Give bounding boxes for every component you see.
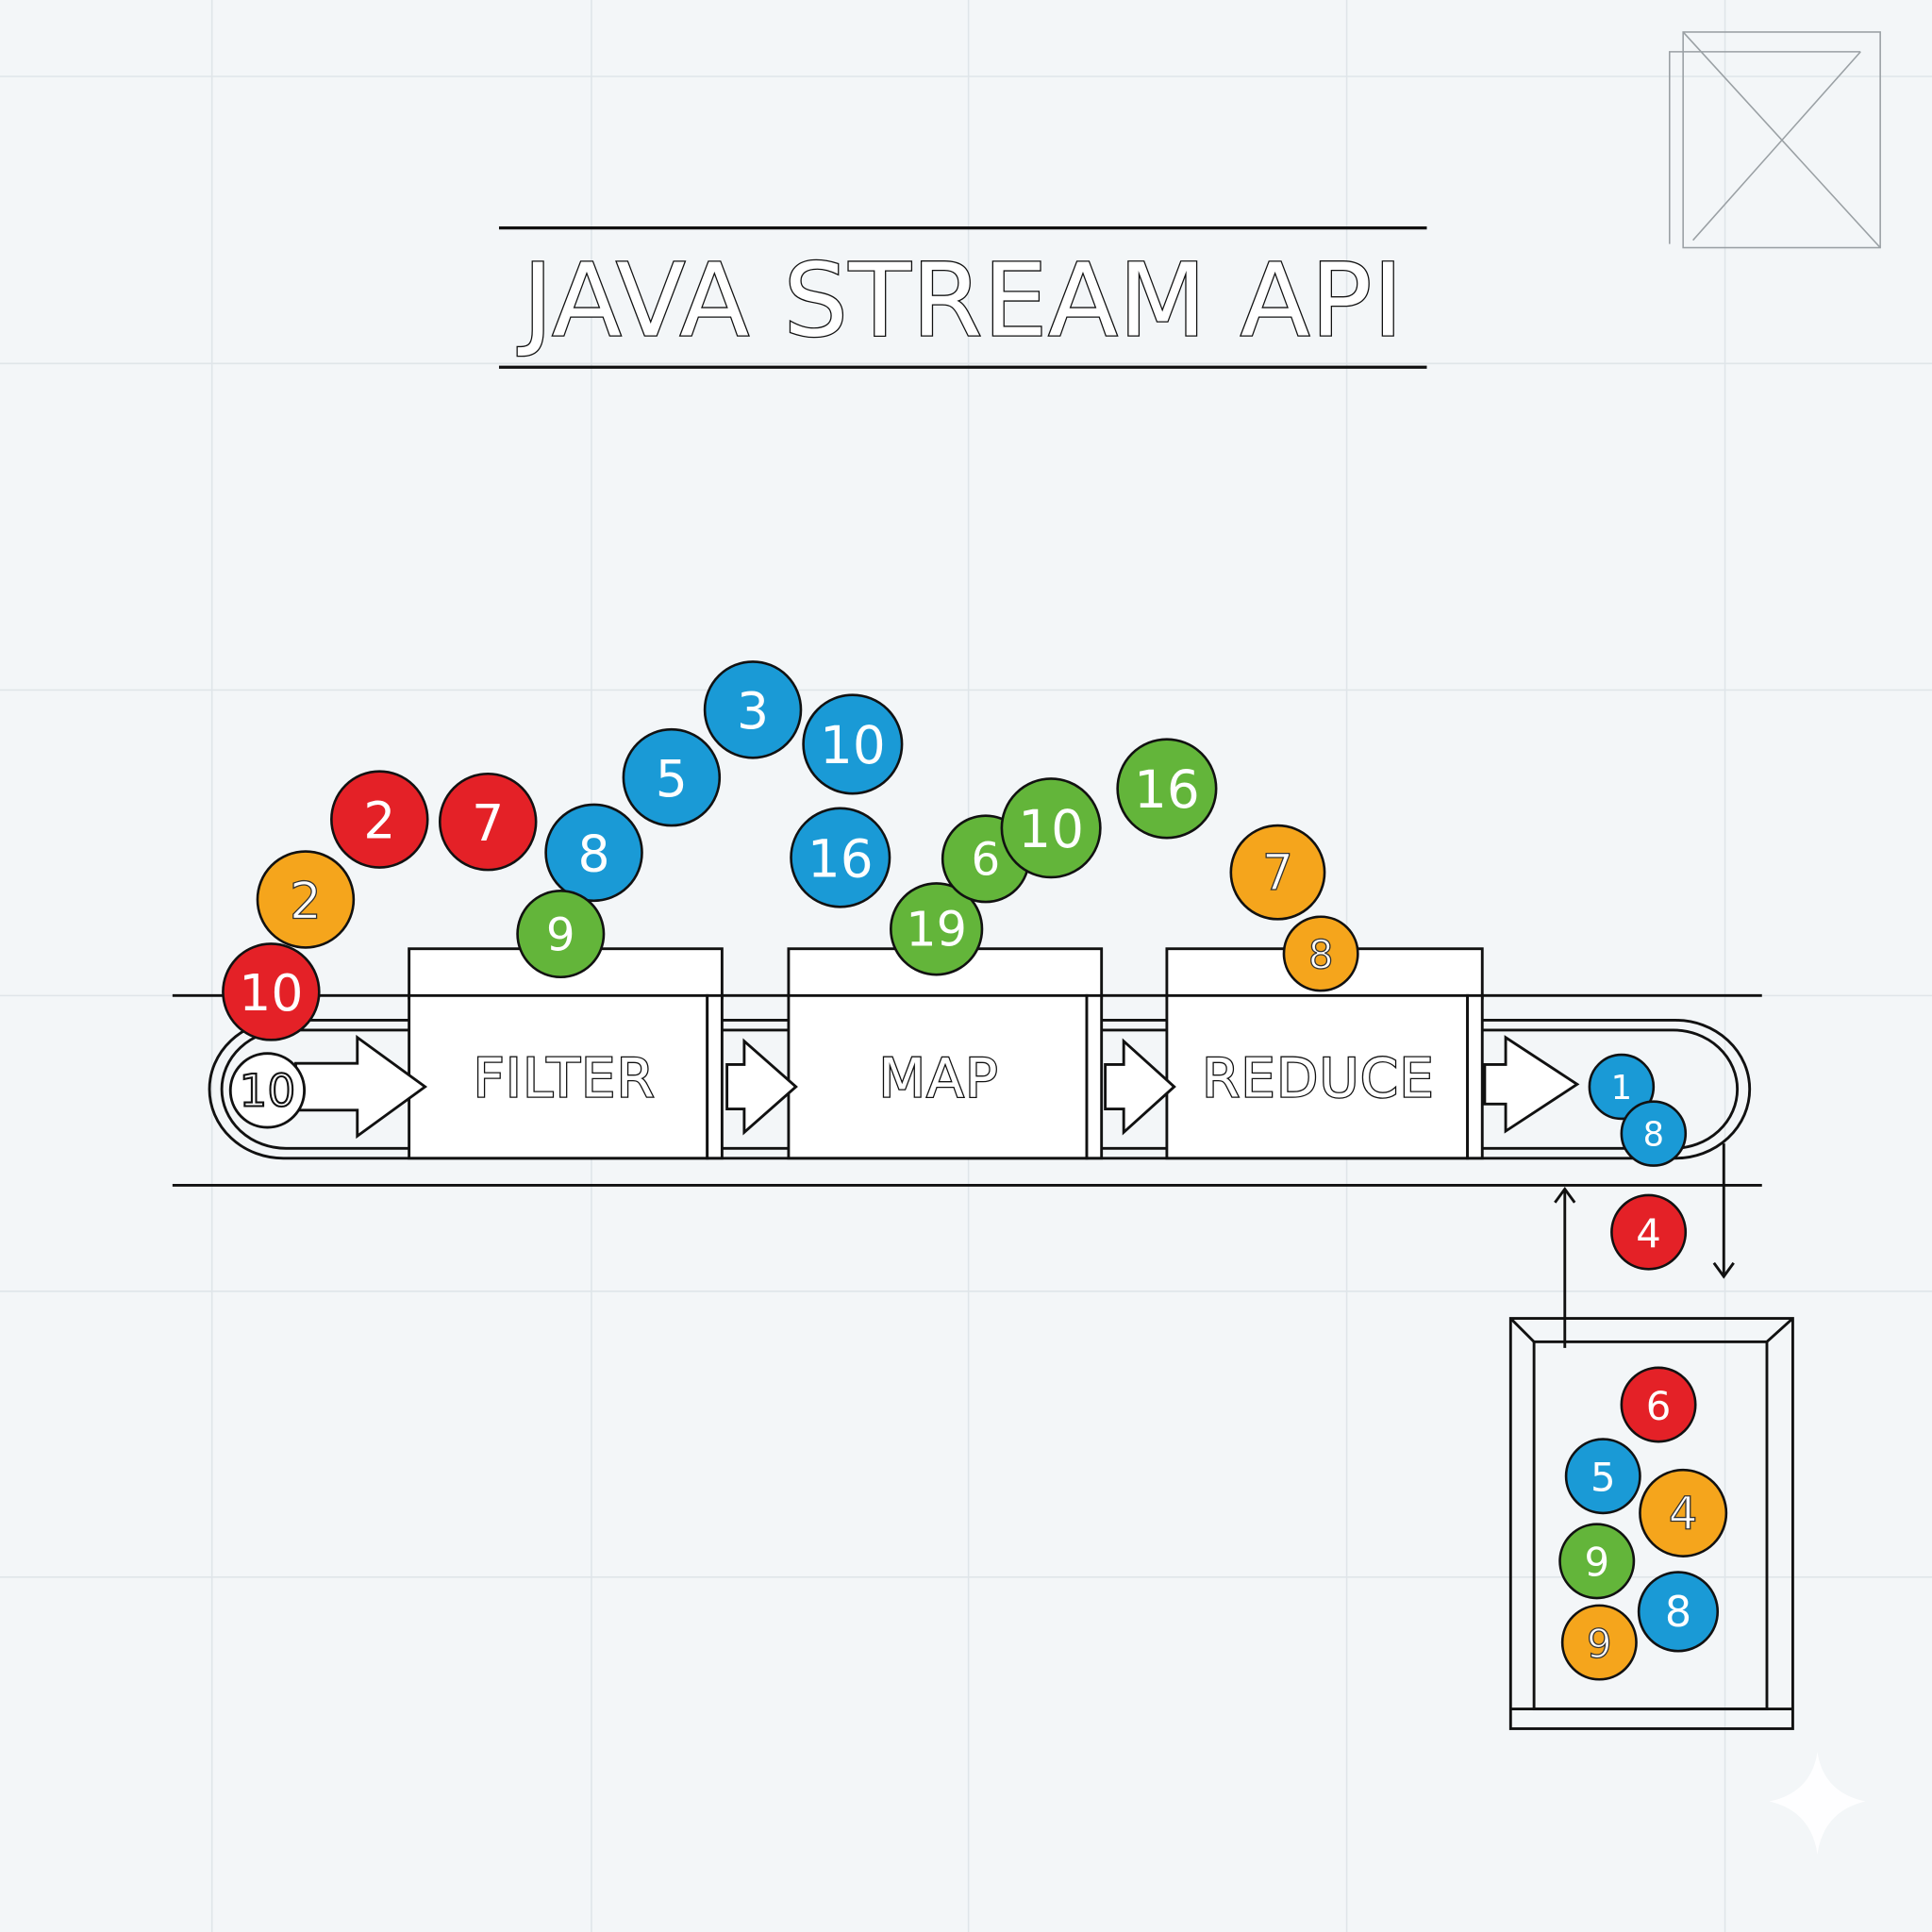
page-title: JAVA STREAM API bbox=[517, 242, 1404, 359]
ball-value: 9 bbox=[546, 908, 575, 961]
ball-value: 5 bbox=[1591, 1455, 1616, 1501]
ball-circle bbox=[802, 693, 904, 795]
arrow-down-icon bbox=[1712, 1261, 1735, 1279]
ball-circle bbox=[544, 803, 643, 903]
bin-ball-orange: 4 bbox=[1639, 1468, 1728, 1557]
stage-filter: FILTER bbox=[408, 947, 724, 1160]
ball-circle bbox=[1558, 1523, 1636, 1600]
arrow-right-icon bbox=[1483, 1035, 1580, 1134]
title-block: JAVA STREAM API bbox=[498, 225, 1427, 369]
ball-value: 16 bbox=[1134, 759, 1200, 820]
ball-value: 4 bbox=[1636, 1210, 1661, 1257]
output-ball-blue: 1 bbox=[1588, 1053, 1656, 1121]
flying-ball-green: 16 bbox=[1116, 738, 1218, 840]
ball-circle bbox=[256, 850, 356, 949]
image-placeholder-icon bbox=[1669, 31, 1881, 249]
ball-circle bbox=[1637, 1571, 1720, 1653]
ball-circle bbox=[516, 890, 606, 979]
flying-ball-green: 19 bbox=[890, 882, 984, 976]
ball-circle bbox=[1116, 738, 1218, 840]
ball-value: 1 bbox=[1611, 1069, 1632, 1108]
ball-value: 8 bbox=[1665, 1589, 1691, 1637]
ball-value: 19 bbox=[906, 903, 967, 958]
stage-label-map: MAP bbox=[879, 1046, 999, 1109]
ball-circle bbox=[1639, 1468, 1728, 1557]
flying-ball-blue: 5 bbox=[622, 727, 722, 827]
flying-ball-green: 9 bbox=[516, 890, 606, 979]
ball-value: 2 bbox=[290, 871, 322, 930]
ball-circle bbox=[1620, 1100, 1688, 1167]
bin-ball-red: 6 bbox=[1620, 1366, 1697, 1443]
ball-value: 10 bbox=[820, 715, 886, 775]
flying-ball-red: 10 bbox=[222, 942, 321, 1041]
ball-value: 10 bbox=[1018, 799, 1084, 859]
collection-bin bbox=[1508, 1317, 1794, 1730]
flying-ball-orange: 8 bbox=[1282, 915, 1359, 992]
ball-circle bbox=[1560, 1604, 1638, 1681]
ball-circle bbox=[1282, 915, 1359, 992]
bin-arrows bbox=[1554, 1143, 1735, 1348]
ball-value: 7 bbox=[472, 793, 504, 853]
ball-circle bbox=[222, 942, 321, 1041]
ball-value: 9 bbox=[1587, 1621, 1612, 1667]
ball-circle bbox=[1620, 1366, 1697, 1443]
ball-value: 8 bbox=[578, 824, 610, 884]
ball-circle bbox=[1229, 824, 1326, 921]
ball-value: 4 bbox=[1669, 1488, 1698, 1541]
arrow-right-icon bbox=[294, 1034, 428, 1140]
bin-ball-blue: 5 bbox=[1564, 1438, 1641, 1515]
ball-circle bbox=[1610, 1193, 1688, 1271]
stage-label-reduce: REDUCE bbox=[1202, 1046, 1435, 1109]
flying-ball-orange: 2 bbox=[256, 850, 356, 949]
ball-circle bbox=[890, 882, 984, 976]
bin-ball-orange: 9 bbox=[1560, 1604, 1638, 1681]
ball-value: 5 bbox=[656, 749, 688, 808]
ball-circle bbox=[330, 770, 429, 869]
ball-value: 2 bbox=[363, 791, 395, 850]
bin-ball-green: 9 bbox=[1558, 1523, 1636, 1600]
ball-value: 9 bbox=[1584, 1540, 1609, 1586]
ball-value: 16 bbox=[808, 828, 874, 889]
sparkle-icon bbox=[1769, 1752, 1866, 1855]
flying-ball-blue: 16 bbox=[790, 807, 891, 908]
flying-ball-green: 10 bbox=[1000, 777, 1102, 879]
stage-label-filter: FILTER bbox=[474, 1046, 656, 1109]
flying-ball-blue: 10 bbox=[802, 693, 904, 795]
ball-circle bbox=[1564, 1438, 1641, 1515]
ball-circle bbox=[438, 772, 538, 872]
flying-ball-red: 7 bbox=[438, 772, 538, 872]
ball-value: 7 bbox=[1262, 845, 1293, 902]
flying-ball-red: 2 bbox=[330, 770, 429, 869]
svg-text:10: 10 bbox=[240, 1066, 296, 1118]
ball-circle bbox=[1588, 1053, 1656, 1121]
arrow-right-icon bbox=[725, 1038, 798, 1136]
flow-arrows bbox=[294, 1034, 1580, 1140]
ball-value: 8 bbox=[1308, 932, 1334, 978]
ball-circle bbox=[703, 660, 803, 759]
stage-map: MAP bbox=[787, 947, 1104, 1160]
arrow-up-icon bbox=[1554, 1186, 1576, 1204]
bin-ball-blue: 8 bbox=[1637, 1571, 1720, 1653]
output-ball-red: 4 bbox=[1610, 1193, 1688, 1271]
ball-value: 8 bbox=[1643, 1115, 1664, 1154]
ball-circle bbox=[790, 807, 891, 908]
output-ball-blue: 8 bbox=[1620, 1100, 1688, 1167]
ball-value: 3 bbox=[737, 681, 769, 741]
ball-value: 6 bbox=[972, 834, 1001, 887]
ball-value: 6 bbox=[1646, 1383, 1672, 1429]
source-ball: 10 bbox=[228, 1052, 307, 1129]
flying-ball-blue: 3 bbox=[703, 660, 803, 759]
arrow-right-icon bbox=[1104, 1038, 1176, 1136]
ball-circle bbox=[1000, 777, 1102, 879]
flying-ball-orange: 7 bbox=[1229, 824, 1326, 921]
ball-value: 10 bbox=[239, 963, 303, 1023]
flying-ball-blue: 8 bbox=[544, 803, 643, 903]
ball-circle bbox=[622, 727, 722, 827]
